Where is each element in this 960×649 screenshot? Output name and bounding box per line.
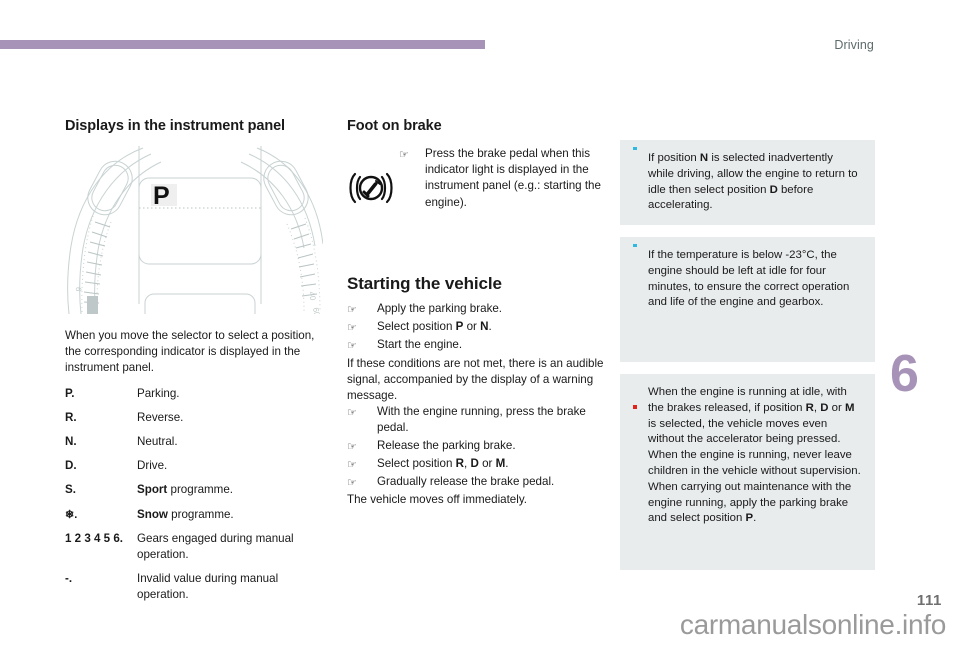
definition-desc-rest: programme. bbox=[167, 483, 234, 497]
bullet-text: Select position R, D or M. bbox=[377, 456, 509, 470]
definition-term: R. bbox=[65, 410, 77, 424]
definition-row: 1 2 3 4 5 6. Gears engaged during manual… bbox=[65, 531, 323, 563]
gear-position-definition-list: P. Parking. R. Reverse. N. Neutral. D. D… bbox=[65, 386, 323, 604]
bullet-text: Apply the parking brake. bbox=[377, 302, 503, 315]
definition-row: S. Sport programme. bbox=[65, 482, 323, 498]
definition-row: P. Parking. bbox=[65, 386, 323, 402]
definition-desc: Neutral. bbox=[137, 435, 178, 449]
info-icon bbox=[631, 151, 648, 214]
info-callout-box: If the temperature is below -23°C, the e… bbox=[620, 237, 875, 362]
pointing-hand-icon: ☞ bbox=[399, 149, 409, 161]
bullet-text: Start the engine. bbox=[377, 338, 463, 352]
pointing-hand-icon: ☞ bbox=[347, 407, 357, 420]
definition-term: N. bbox=[65, 435, 77, 449]
starting-paragraph-2: The vehicle moves off immediately. bbox=[347, 493, 527, 507]
chapter-label: Driving bbox=[834, 38, 874, 52]
definition-desc: Gears engaged during manual operation. bbox=[137, 531, 294, 562]
definition-row: R. Reverse. bbox=[65, 410, 323, 426]
bullet-row: ☞ Start the engine. bbox=[347, 337, 605, 354]
definition-term: -. bbox=[65, 572, 73, 586]
brake-pedal-warning-icon bbox=[347, 168, 395, 208]
callout-text: If position N is selected inadvertently … bbox=[648, 152, 858, 212]
callout-text: When the engine is running at idle, with… bbox=[648, 386, 861, 525]
bullet-row: ☞ With the engine running, press the bra… bbox=[347, 404, 605, 436]
bullet-row: ☞ Select position R, D or M. bbox=[347, 456, 605, 473]
definition-desc: Parking. bbox=[137, 386, 180, 400]
callout-text: If the temperature is below -23°C, the e… bbox=[648, 249, 850, 309]
section-title-starting-the-vehicle: Starting the vehicle bbox=[347, 274, 502, 293]
definition-term: P. bbox=[65, 386, 75, 400]
page-number: 111 bbox=[916, 592, 942, 609]
pointing-hand-icon: ☞ bbox=[347, 340, 357, 353]
section-title-displays: Displays in the instrument panel bbox=[65, 118, 285, 134]
pointing-hand-icon: ☞ bbox=[347, 440, 357, 453]
pointing-hand-icon: ☞ bbox=[347, 322, 357, 335]
definition-desc: Sport programme. bbox=[137, 482, 323, 498]
bullet-row: ☞ Apply the parking brake. bbox=[347, 301, 605, 318]
bullet-text: Select position P or N. bbox=[377, 320, 492, 334]
snowflake-icon: ❄. bbox=[65, 508, 78, 521]
foot-on-brake-block: ☞ Press the brake pedal when this indica… bbox=[347, 146, 605, 232]
definition-term: S. bbox=[65, 483, 76, 497]
bullet-text: Press the brake pedal when this indicato… bbox=[425, 147, 601, 209]
definition-term: D. bbox=[65, 459, 77, 473]
definition-desc-bold: Snow bbox=[137, 507, 168, 521]
header-rule bbox=[0, 40, 485, 49]
warning-callout-box: When the engine is running at idle, with… bbox=[620, 374, 875, 570]
starting-bullets-secondary: ☞ With the engine running, press the bra… bbox=[347, 404, 605, 491]
info-callout-box: If position N is selected inadvertently … bbox=[620, 140, 875, 225]
bullet-text: Gradually release the brake pedal. bbox=[377, 475, 555, 489]
bullet-text: Release the parking brake. bbox=[377, 438, 516, 452]
pointing-hand-icon: ☞ bbox=[347, 458, 357, 471]
svg-text:40: 40 bbox=[307, 291, 318, 302]
section-title-foot-on-brake: Foot on brake bbox=[347, 118, 442, 134]
bullet-text: With the engine running, press the brake… bbox=[377, 405, 586, 435]
definition-row: D. Drive. bbox=[65, 458, 323, 474]
watermark: carmanualsonline.info bbox=[679, 609, 946, 640]
chapter-number-marker: 6 bbox=[890, 345, 919, 403]
middle-column: Foot on brake ☞ Press the brake pedal wh… bbox=[347, 118, 605, 508]
instrument-panel-illustration: 9 40 60 P bbox=[65, 146, 323, 314]
definition-row: -. Invalid value during manual operation… bbox=[65, 571, 323, 603]
definition-row: ❄. Snow programme. bbox=[65, 507, 323, 523]
bullet-row: ☞ Gradually release the brake pedal. bbox=[347, 474, 605, 491]
definition-desc: Drive. bbox=[137, 459, 168, 473]
definition-desc-bold: Sport bbox=[137, 483, 168, 497]
starting-bullets-primary: ☞ Apply the parking brake. ☞ Select posi… bbox=[347, 301, 605, 355]
definition-term: 1 2 3 4 5 6. bbox=[65, 531, 124, 545]
intro-paragraph: When you move the selector to select a p… bbox=[65, 329, 315, 375]
gear-display-letter: P bbox=[153, 182, 170, 210]
starting-paragraph-1: If these conditions are not met, there i… bbox=[347, 356, 604, 403]
bullet-row: ☞ Release the parking brake. bbox=[347, 438, 605, 455]
bullet-row: ☞ Select position P or N. bbox=[347, 319, 605, 336]
pointing-hand-icon: ☞ bbox=[347, 477, 357, 490]
definition-desc: Invalid value during manual operation. bbox=[137, 572, 279, 602]
definition-row: N. Neutral. bbox=[65, 434, 323, 450]
bullet-row: ☞ Press the brake pedal when this indica… bbox=[399, 146, 605, 211]
left-column: Displays in the instrument panel bbox=[65, 118, 323, 612]
svg-text:9: 9 bbox=[74, 286, 84, 292]
info-icon bbox=[631, 248, 648, 351]
right-column: If position N is selected inadvertently … bbox=[620, 140, 875, 582]
foot-on-brake-bullets: ☞ Press the brake pedal when this indica… bbox=[399, 146, 605, 211]
definition-desc-rest: programme. bbox=[167, 507, 234, 521]
warning-icon bbox=[631, 385, 648, 559]
svg-text:60: 60 bbox=[311, 307, 322, 314]
definition-desc: Reverse. bbox=[137, 410, 184, 424]
pointing-hand-icon: ☞ bbox=[347, 304, 357, 316]
definition-desc: Snow programme. bbox=[137, 507, 323, 523]
